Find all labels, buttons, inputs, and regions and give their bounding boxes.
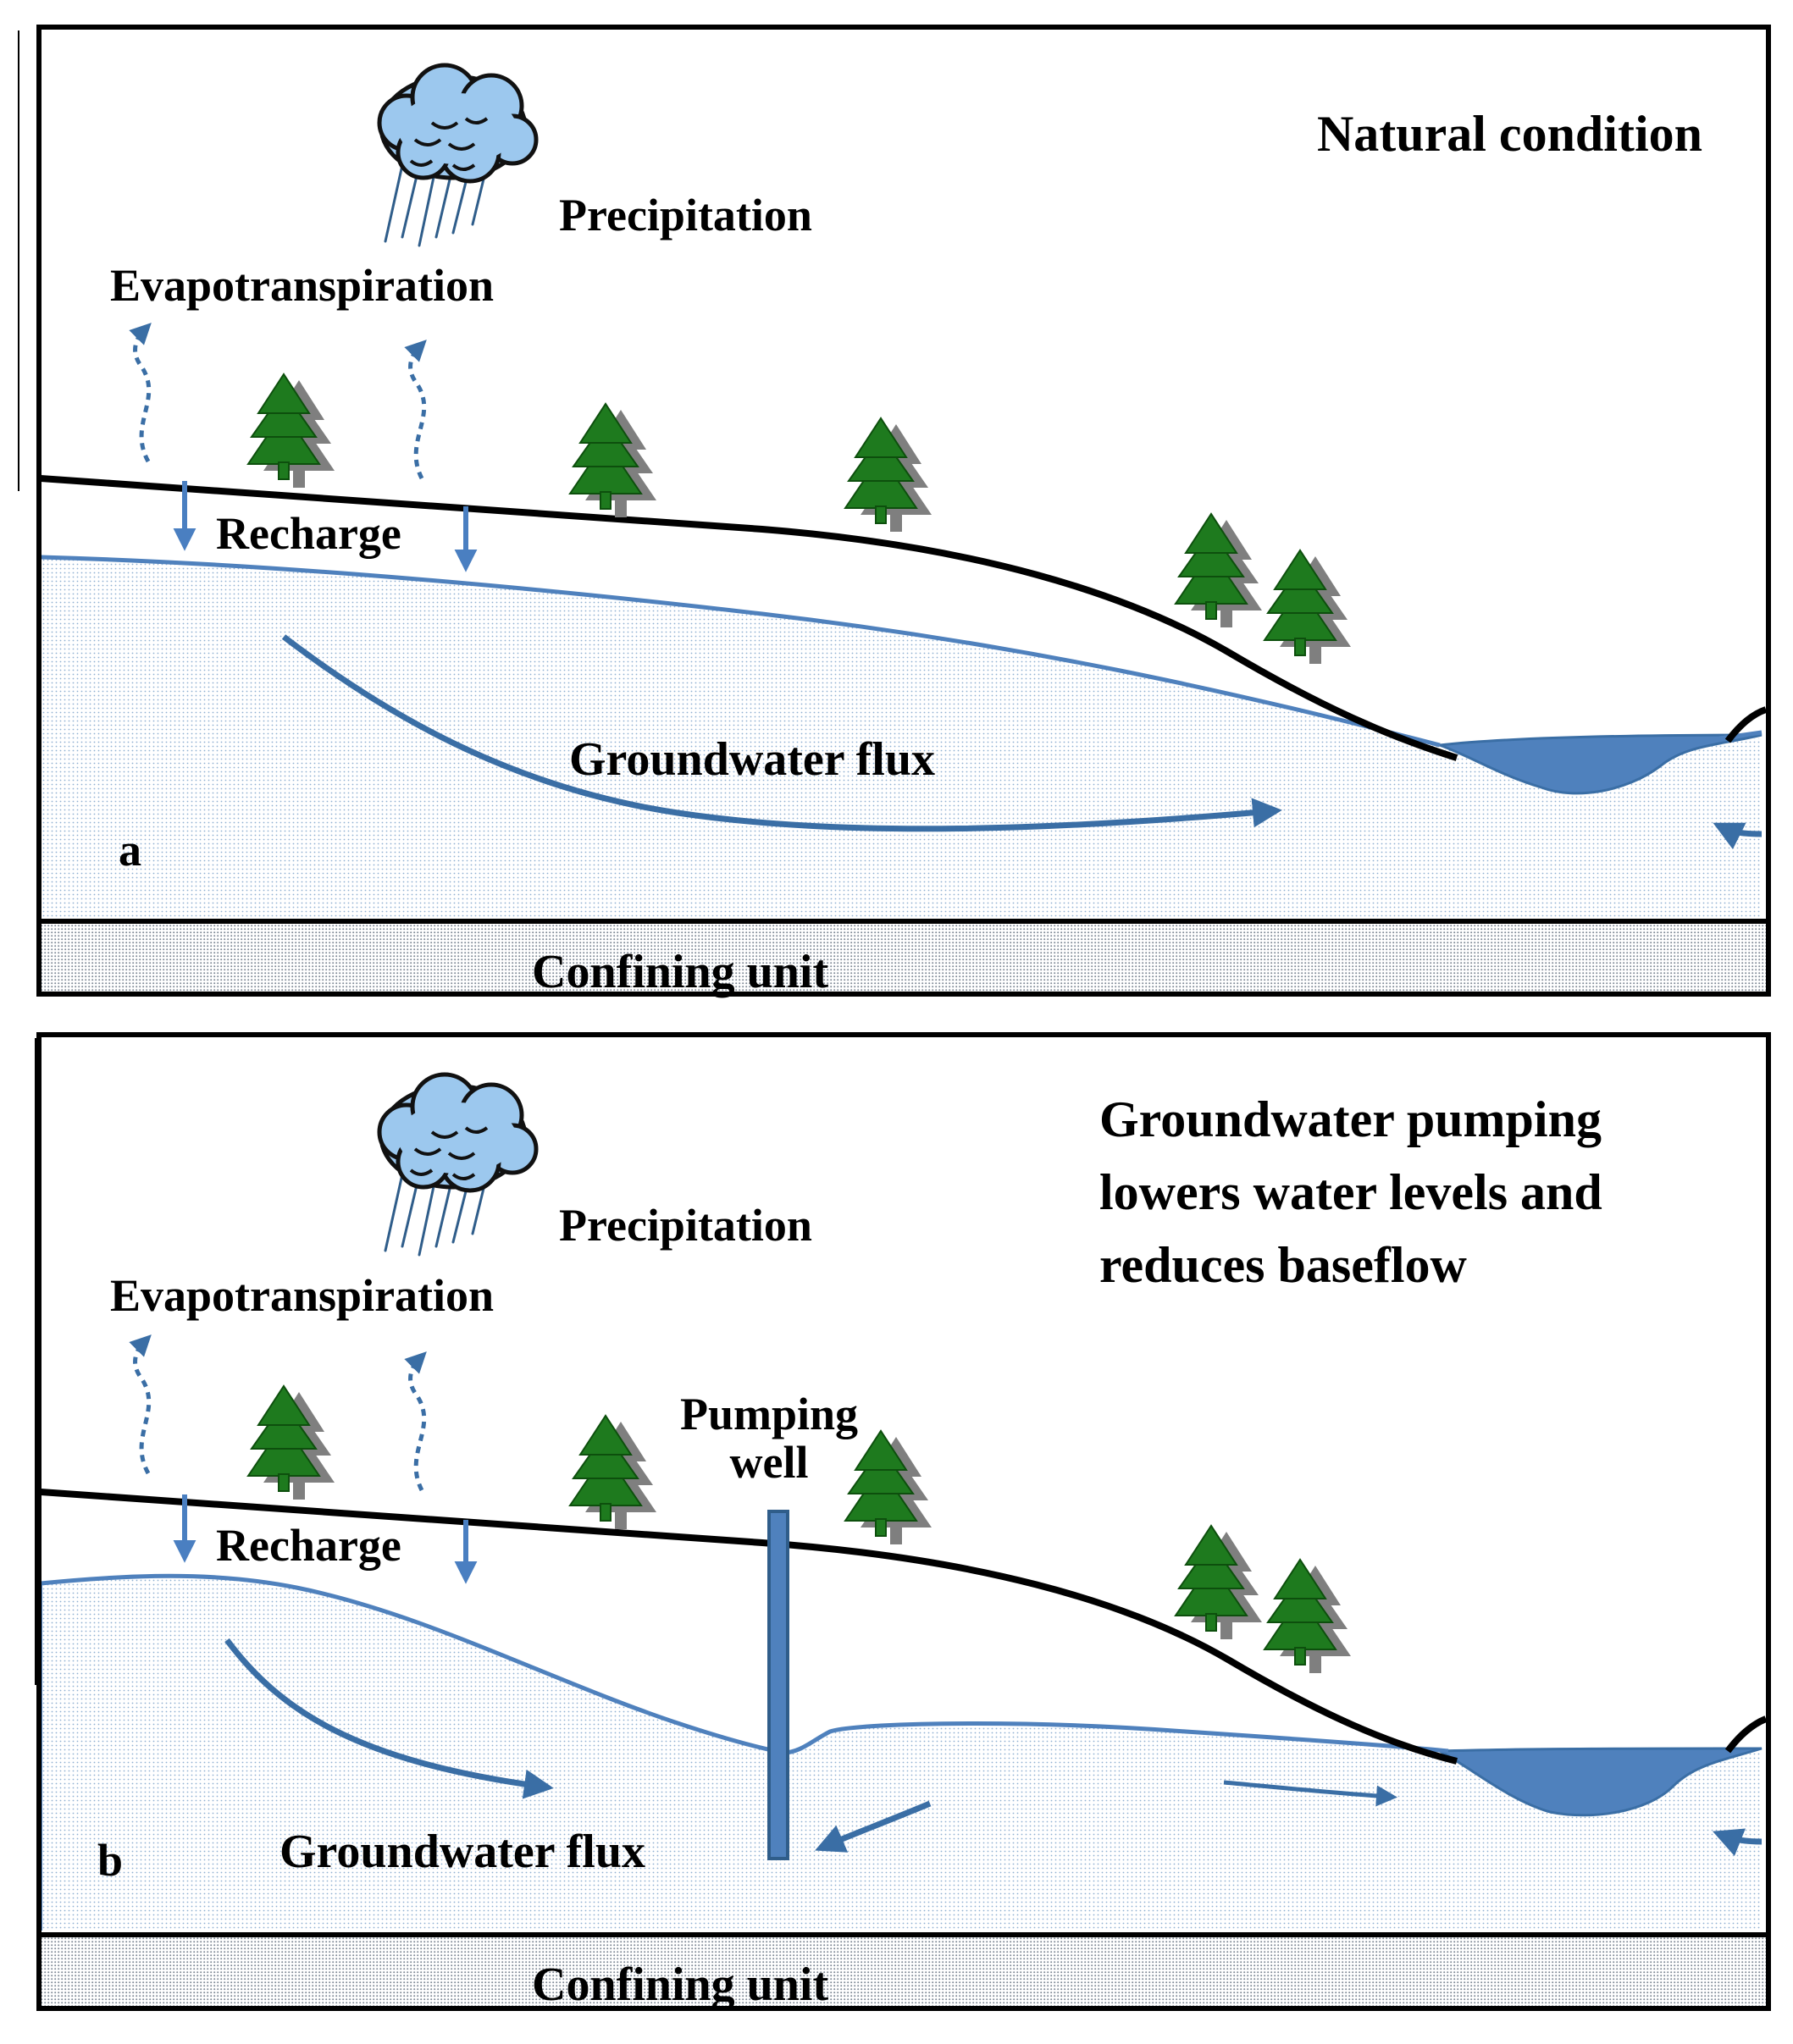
recharge-label: Recharge: [216, 1520, 401, 1571]
ground-surface-a: [40, 475, 1458, 761]
panel-title-a: Natural condition: [1317, 106, 1702, 162]
pine-tree-icon: [844, 417, 932, 533]
pine-tree-icon: [1264, 1559, 1352, 1674]
pumping-well-label-line-1: Pumping: [680, 1389, 858, 1439]
groundwater-flow-arrow: [281, 634, 1282, 832]
pine-tree-icon: [247, 373, 335, 489]
pine-tree-icon: [1264, 550, 1352, 665]
rain-cloud-icon: [379, 1074, 536, 1255]
panel-frame-b: [36, 1032, 1771, 2011]
rain-cloud-icon: [379, 65, 536, 246]
groundwater-flow-arrow: [1712, 1828, 1763, 1857]
groundwater-flux-label: Groundwater flux: [279, 1826, 645, 1878]
confining-unit-label: Confining unit: [532, 946, 828, 998]
panel-title-b-line-1: Groundwater pumping: [1099, 1091, 1602, 1147]
panel-a: Natural condition Precipitation Evapotra…: [18, 25, 1771, 998]
recharge-label: Recharge: [216, 508, 401, 559]
confining-unit-label: Confining unit: [532, 1958, 828, 2011]
evapotranspiration-arrow: [129, 323, 152, 463]
river-a: [1439, 733, 1763, 795]
precipitation-label: Precipitation: [559, 190, 812, 240]
pine-tree-icon: [1175, 1525, 1263, 1640]
precipitation-label: Precipitation: [559, 1200, 812, 1251]
aquifer-saturated-zone-a: [41, 557, 1762, 919]
pine-tree-icon: [569, 1415, 657, 1530]
panel-title-b-line-3: reduces baseflow: [1099, 1237, 1468, 1293]
panel-frame-a: [36, 25, 1771, 997]
pumping-well-label-line-2: well: [730, 1437, 809, 1488]
water-table-a: [40, 555, 1441, 748]
groundwater-flow-arrow: [815, 1800, 932, 1853]
river-b: [1435, 1747, 1763, 1817]
groundwater-flow-arrow: [1223, 1780, 1397, 1807]
evapotranspiration-label: Evapotranspiration: [110, 1270, 494, 1321]
panel-letter-a: a: [119, 825, 141, 876]
confining-unit-a: [41, 921, 1767, 993]
evapotranspiration-label: Evapotranspiration: [110, 260, 494, 311]
evapotranspiration-arrow: [404, 1351, 427, 1492]
ground-surface-b: [40, 1489, 1458, 1765]
aquifer-saturated-zone-b: [41, 1576, 1762, 1931]
panel-letter-b: b: [97, 1835, 123, 1886]
pine-tree-icon: [1175, 513, 1263, 628]
pine-tree-icon: [844, 1430, 932, 1545]
pine-tree-icon: [569, 403, 657, 518]
confining-unit-b: [41, 1935, 1767, 2007]
groundwater-flux-label: Groundwater flux: [569, 733, 935, 786]
evapotranspiration-arrow: [129, 1334, 152, 1475]
groundwater-flow-arrow: [1713, 822, 1763, 850]
pumping-well: [767, 1510, 789, 1860]
pine-tree-icon: [247, 1385, 335, 1500]
evapotranspiration-arrow: [404, 340, 427, 480]
groundwater-flow-arrow: [224, 1638, 554, 1799]
panel-b: Groundwater pumping lowers water levels …: [35, 1032, 1771, 2011]
panel-title-b-line-2: lowers water levels and: [1099, 1164, 1602, 1220]
